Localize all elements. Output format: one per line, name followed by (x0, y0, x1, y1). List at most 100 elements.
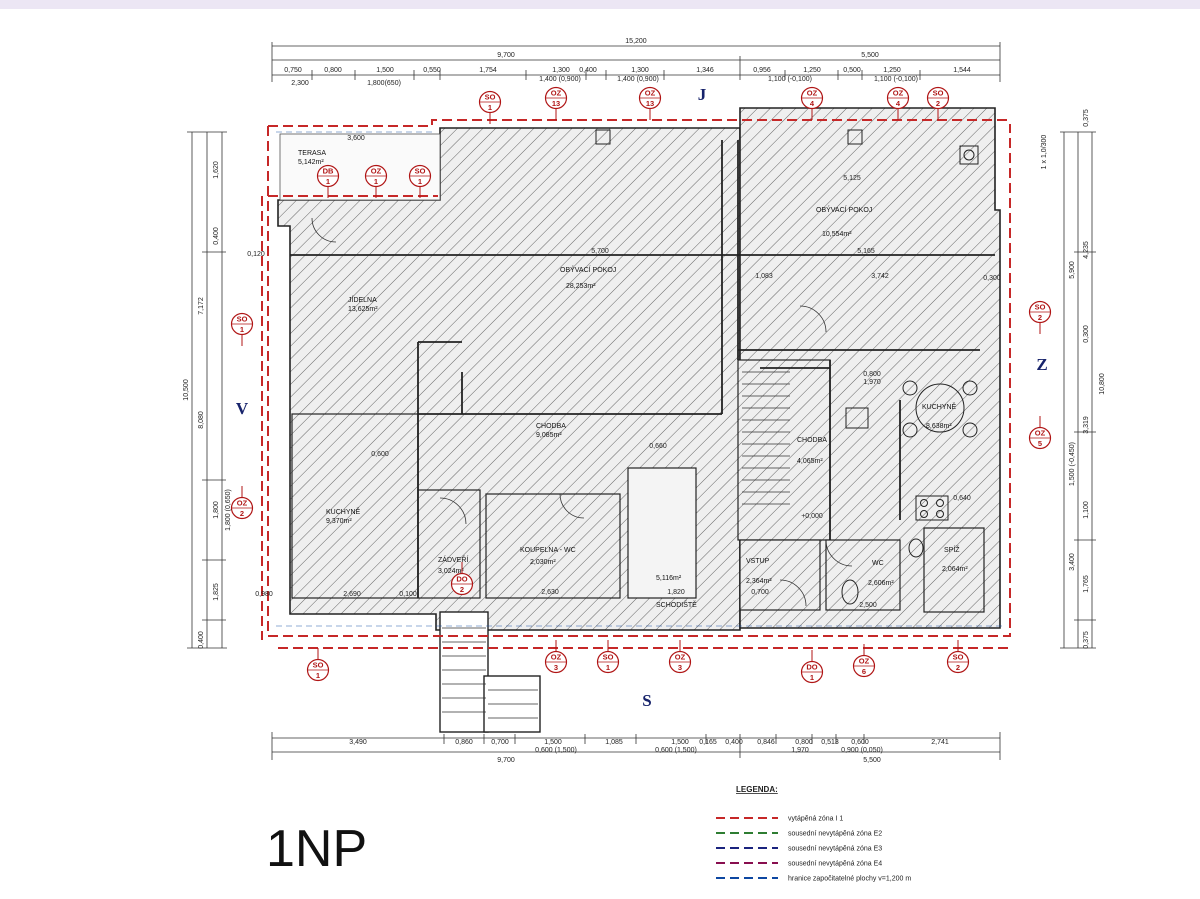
element-tag-code: OZ (675, 653, 686, 662)
element-tag: DO2 (450, 562, 474, 596)
dim-right-sub: 1,500 (-0,450) (1069, 442, 1076, 486)
bathroom (485, 493, 621, 599)
dim-right: 1,100 (1083, 501, 1090, 519)
corridor-right (737, 359, 831, 541)
dim-top: 1,500 (376, 67, 394, 74)
room-name: VSTUP (746, 558, 770, 565)
entry-steps (439, 611, 489, 733)
element-tag: DO1 (800, 650, 824, 684)
element-tag-code: SO (953, 653, 964, 662)
dim-top: 1,300 (552, 67, 570, 74)
dim-interior: 1,970 (863, 379, 881, 386)
legend-item: sousední nevytápěná zóna E2 (716, 831, 882, 838)
scan-band (0, 0, 1200, 9)
pantry (923, 527, 985, 613)
dim-interior: 5,700 (591, 248, 609, 255)
legend-label: hranice započitatelné plochy v=1,200 m (788, 876, 911, 883)
element-tag-number: 2 (1038, 313, 1042, 322)
dim-bottom-sub: 0,600 (1,500) (655, 747, 697, 754)
element-tag-code: OZ (645, 89, 656, 98)
dim-top-overall: 15,200 (625, 38, 647, 45)
room-name: OBÝVACÍ POKOJ (816, 205, 872, 214)
dim-top: 1,300 (631, 67, 649, 74)
element-tag: SO2 (926, 86, 950, 120)
legend-item: sousední nevytápěná zóna E3 (716, 846, 882, 853)
room-name: ZÁDVEŘÍ (438, 555, 468, 564)
element-tag-code: DO (456, 575, 467, 584)
element-tag-code: SO (1035, 303, 1046, 312)
dim-left: 0,400 (198, 631, 205, 649)
room-name: CHODBA (797, 437, 827, 444)
dim-right: 1,765 (1083, 575, 1090, 593)
element-tag: DB1 (316, 164, 340, 198)
dim-right-sub: 0,300 (1083, 325, 1090, 343)
element-tag-number: 2 (240, 509, 244, 518)
legend-items: vytápěná zóna I 1 sousední nevytápěná zón… (716, 816, 911, 883)
dim-left-mid: 7,172 (198, 297, 205, 315)
room-area: 13,625m² (348, 306, 378, 313)
dim-bottom: 0,165 (699, 739, 717, 746)
room-area: 10,554m² (822, 231, 852, 238)
dim-top-sub: 1,400 (0,900) (617, 76, 659, 83)
fireplace (959, 145, 979, 165)
dim-top-sub: 1,100 (-0,100) (874, 76, 918, 83)
terrace (279, 133, 441, 201)
dim-top: 1,250 (883, 67, 901, 74)
washbasin (908, 538, 924, 558)
room-name: WC (872, 560, 884, 567)
element-tag: SO1 (478, 90, 502, 124)
room-name: CHODBA (536, 423, 566, 430)
kitchen-room (291, 413, 419, 599)
legend-item: sousední nevytápěná zóna E4 (716, 861, 882, 868)
element-tag-number: 6 (862, 667, 866, 676)
dim-interior: +0,000 (801, 513, 823, 520)
dim-left-low: 8,080 (198, 411, 205, 429)
dim-bottom: 0,513 (821, 739, 839, 746)
dim-top: 0,400 (579, 67, 597, 74)
element-tag-number: 1 (418, 177, 422, 186)
element-tag: OZ2 (230, 486, 254, 520)
room-name: SPÍŽ (944, 545, 960, 554)
element-tag: OZ1 (364, 164, 388, 198)
element-tag-code: DB (323, 167, 334, 176)
dim-interior: 2,630 (541, 589, 559, 596)
dim-top: 1,544 (953, 67, 971, 74)
room-name: OBÝVACÍ POKOJ (560, 265, 616, 274)
dim-right: 3,319 (1083, 416, 1090, 434)
dim-left-sub: 1,800 (0,650) (225, 489, 232, 531)
room-name: JÍDELNA (348, 295, 377, 304)
dim-top: 0,500 (843, 67, 861, 74)
dim-interior: 5,125 (843, 175, 861, 182)
room-name: KUCHYNĚ (922, 402, 957, 411)
dim-bottom: 2,741 (931, 739, 949, 746)
dim-bottom: 1,500 (671, 739, 689, 746)
room-area: 5,142m² (298, 159, 324, 166)
room-area: 2,064m² (942, 566, 968, 573)
room-area: 28,253m² (566, 283, 596, 290)
element-tag-code: DO (806, 663, 817, 672)
vestibule (739, 539, 821, 611)
room-name: SCHODIŠTĚ (656, 600, 697, 609)
dim-interior: 3,742 (871, 273, 889, 280)
element-tag: SO1 (408, 164, 432, 198)
element-tag-number: 2 (460, 585, 464, 594)
element-tag-code: OZ (1035, 429, 1046, 438)
heated-zone-boundary (261, 119, 1012, 649)
dim-bottom: 0,700 (491, 739, 509, 746)
dim-bottom: 0,860 (455, 739, 473, 746)
element-tag-number: 5 (1038, 439, 1042, 448)
room-area: 9,085m² (536, 432, 562, 439)
dim-top: 0,956 (753, 67, 771, 74)
room-area: 2,030m² (530, 559, 556, 566)
element-tag-number: 1 (488, 103, 492, 112)
element-tag-number: 1 (374, 177, 378, 186)
dim-top-right: 5,500 (861, 52, 879, 59)
element-tag-code: OZ (807, 89, 818, 98)
dim-top: 1,346 (696, 67, 714, 74)
dim-top: 1,250 (803, 67, 821, 74)
legend-label: vytápěná zóna I 1 (788, 816, 843, 823)
dim-top: 0,550 (423, 67, 441, 74)
element-tag-code: OZ (893, 89, 904, 98)
